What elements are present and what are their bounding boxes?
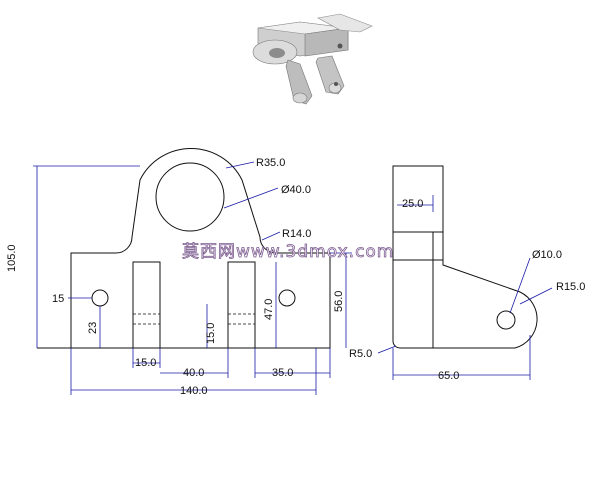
side-view (392, 165, 538, 349)
dim-d10: Ø10.0 (532, 249, 562, 261)
dim-23: 23 (87, 322, 99, 334)
dim-15-slot-height: 15.0 (205, 323, 217, 344)
dim-65: 65.0 (438, 370, 459, 382)
dim-105: 105.0 (6, 244, 18, 272)
watermark-text: 莫西网www.3dmox.com (182, 242, 394, 262)
front-dimensions (33, 161, 352, 395)
side-dimensions (377, 195, 553, 380)
dim-15-left: 15 (52, 293, 64, 305)
dim-r5: R5.0 (349, 348, 372, 360)
dim-47: 47.0 (263, 299, 275, 320)
dim-r35: R35.0 (256, 157, 285, 169)
dim-56: 56.0 (333, 291, 345, 312)
dim-r14: R14.0 (282, 228, 311, 240)
dim-15-slot-width: 15.0 (135, 357, 156, 369)
dim-40: 40.0 (183, 367, 204, 379)
dim-35: 35.0 (272, 367, 293, 379)
dim-d40: Ø40.0 (281, 184, 311, 196)
dim-25: 25.0 (402, 198, 423, 210)
dim-r15: R15.0 (556, 281, 585, 293)
dim-140: 140.0 (180, 385, 208, 397)
iso-view (252, 13, 373, 105)
